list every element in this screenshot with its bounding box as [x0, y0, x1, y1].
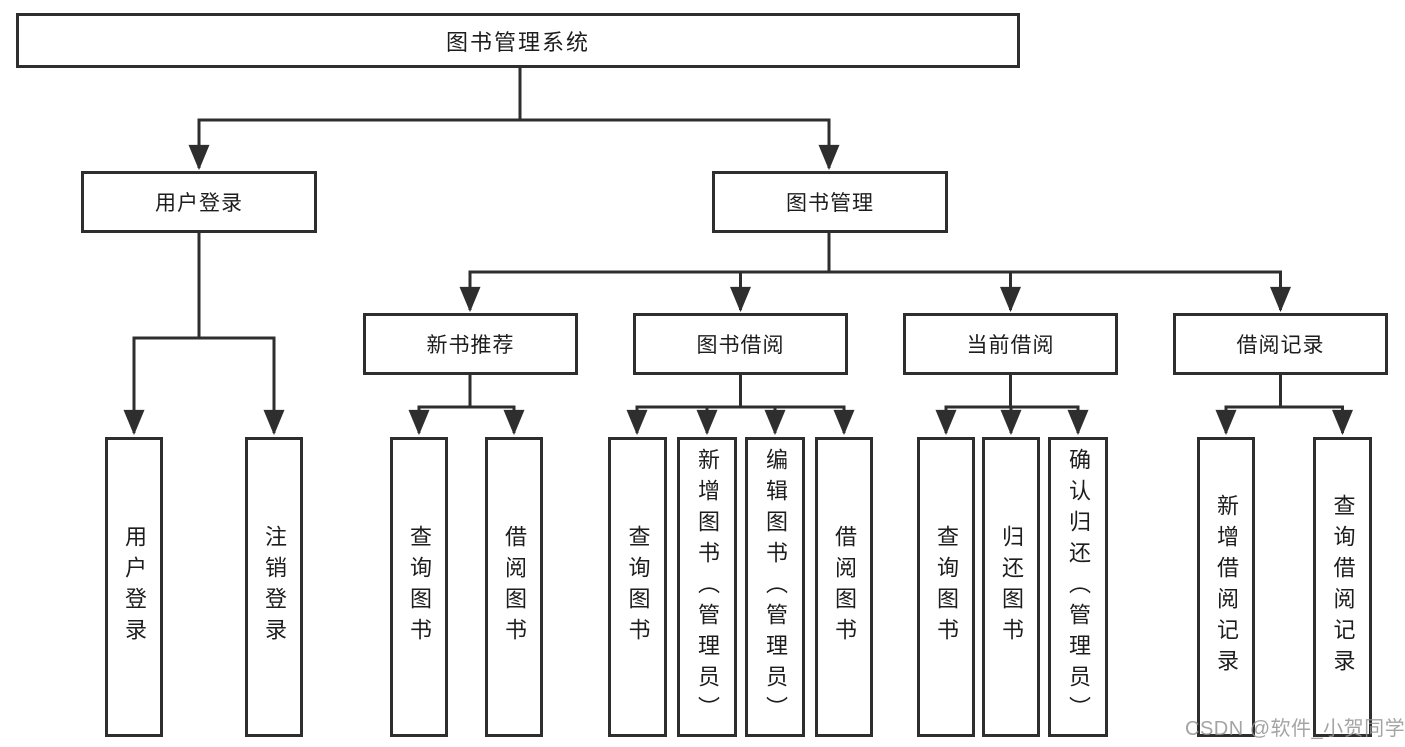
leaf-query-book-borrow-label: 查询图书	[625, 525, 651, 649]
node-book-management: 图书管理	[712, 171, 948, 233]
leaf-query-book-current-label: 查询图书	[934, 525, 959, 649]
leaf-user-login-label: 用户登录	[122, 525, 147, 649]
leaf-borrow-book: 借阅图书	[815, 437, 873, 737]
leaf-add-book-admin: 新增图书（管理员）	[677, 437, 737, 737]
leaf-borrow-book-label: 借阅图书	[832, 525, 857, 649]
leaf-add-book-admin-label: 新增图书（管理员）	[695, 447, 720, 727]
leaf-return-book-label: 归还图书	[999, 525, 1024, 649]
leaf-confirm-return-admin-label: 确认归还（管理员）	[1066, 447, 1091, 727]
leaf-query-borrow-record: 查询借阅记录	[1313, 437, 1372, 737]
csdn-watermark: CSDN @软件_小贺同学	[1185, 718, 1405, 740]
leaf-logout-label: 注销登录	[262, 525, 287, 649]
leaf-query-borrow-record-label: 查询借阅记录	[1330, 494, 1356, 680]
node-current-borrowing: 当前借阅	[903, 313, 1118, 375]
leaf-query-book-recommend-label: 查询图书	[407, 525, 432, 649]
leaf-add-borrow-record-label: 新增借阅记录	[1214, 494, 1239, 680]
leaf-edit-book-admin-label: 编辑图书（管理员）	[763, 447, 788, 727]
leaf-borrow-book-recommend-label: 借阅图书	[502, 525, 527, 649]
leaf-query-book-current: 查询图书	[917, 437, 975, 737]
leaf-add-borrow-record: 新增借阅记录	[1197, 437, 1255, 737]
leaf-edit-book-admin: 编辑图书（管理员）	[745, 437, 805, 737]
leaf-return-book: 归还图书	[982, 437, 1040, 737]
leaf-confirm-return-admin: 确认归还（管理员）	[1048, 437, 1108, 737]
leaf-query-book-recommend: 查询图书	[390, 437, 448, 737]
leaf-logout: 注销登录	[245, 437, 303, 737]
node-book-borrowing: 图书借阅	[633, 313, 848, 375]
leaf-user-login: 用户登录	[105, 437, 163, 737]
leaf-query-book-borrow: 查询图书	[608, 437, 667, 737]
leaf-borrow-book-recommend: 借阅图书	[485, 437, 543, 737]
node-library-management-system: 图书管理系统	[16, 13, 1020, 68]
node-user-login: 用户登录	[81, 171, 317, 233]
node-borrowing-records: 借阅记录	[1173, 313, 1388, 375]
node-new-book-recommendation: 新书推荐	[363, 313, 578, 375]
